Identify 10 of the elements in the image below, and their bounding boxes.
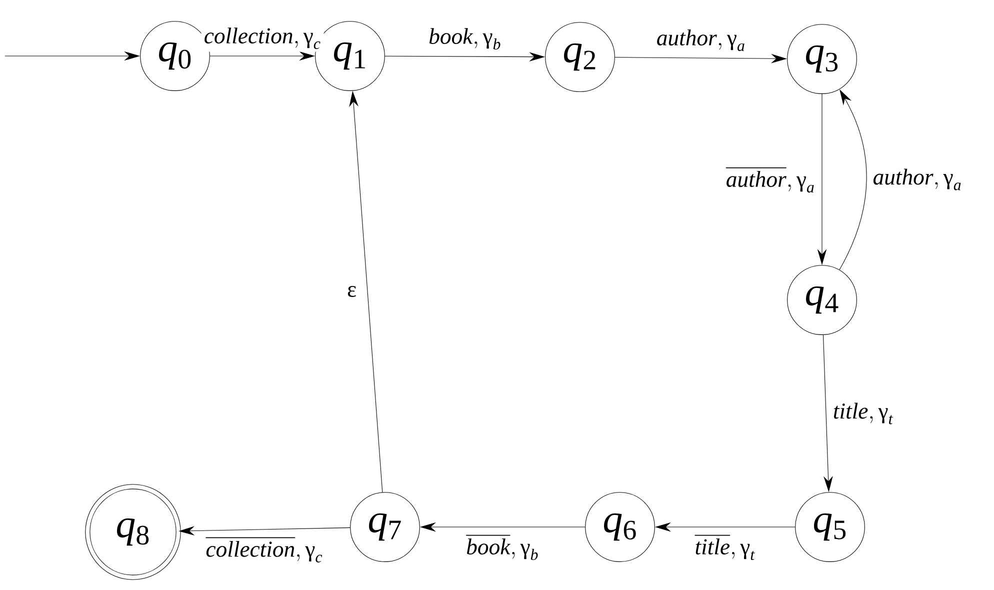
- accepting-state: q$_{8}$: [85, 484, 181, 580]
- edge-label: $\textit{title},\text{γ}_{\textit{t}}$: [834, 402, 894, 424]
- edge-label: $\overline{\textit{collection}},\text{γ}_{\textit{c}}$: [206, 538, 322, 562]
- edge-label: $\overline{\textit{book}},\text{γ}_{\textit{b}}$: [466, 535, 538, 560]
- edge-label: $\textit{author},\text{γ}_{\textit{a}}$: [657, 30, 744, 52]
- edge-label: $\overline{\textit{author}},\text{γ}_{\textit{a}}$: [726, 168, 814, 193]
- edge-label: $\textit{author},\text{γ}_{\textit{a}}$: [873, 168, 961, 190]
- edge-label: $\text{ε}$: [348, 286, 356, 297]
- edge-label: $\textit{book},\text{γ}_{\textit{b}}$: [429, 28, 500, 50]
- edge-label: $\overline{\textit{title}},\text{γ}_{\textit{t}}$: [694, 535, 755, 560]
